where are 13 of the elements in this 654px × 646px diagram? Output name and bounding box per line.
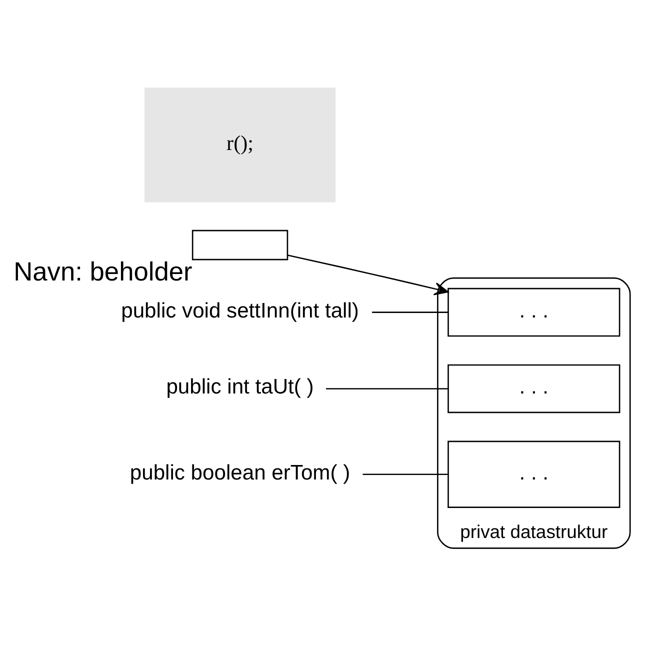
- node-box: . . .: [448, 364, 620, 413]
- node-text: public boolean erTom( ): [130, 460, 350, 484]
- node-box: [192, 229, 288, 260]
- node-box: . . .: [448, 287, 620, 336]
- arrow: [288, 254, 449, 295]
- node-box: r();: [144, 87, 336, 202]
- node-text: public int taUt( ): [166, 375, 314, 398]
- node-box: . . .: [448, 440, 620, 508]
- node-text: public void settInn(int tall): [121, 298, 359, 322]
- connector: [362, 473, 448, 475]
- connector: [372, 311, 448, 312]
- node-label: Navn: beholder: [14, 256, 192, 286]
- connector: [326, 388, 448, 389]
